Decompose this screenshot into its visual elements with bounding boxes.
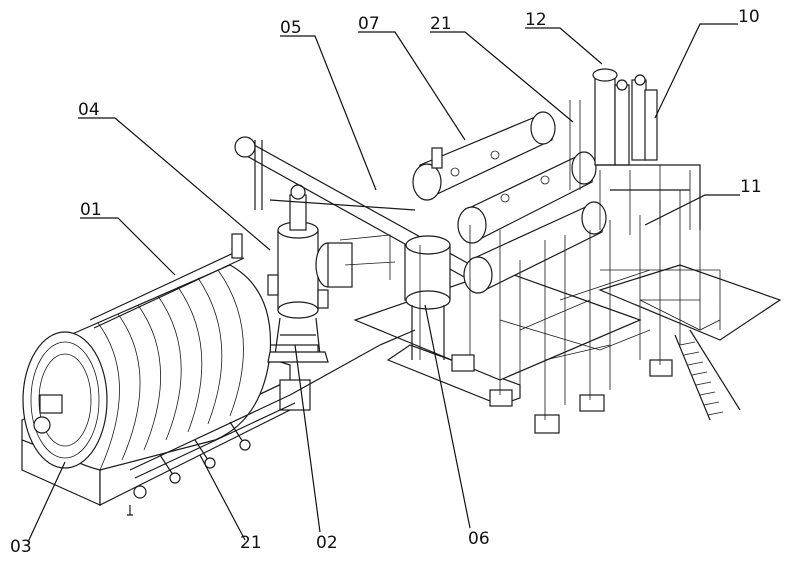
callout-21-upper: 21: [430, 14, 452, 34]
callout-05: 05: [280, 18, 302, 38]
callout-11: 11: [740, 177, 762, 197]
condenser-lower: [457, 151, 597, 244]
condenser-upper: [412, 111, 556, 201]
support-frames: [339, 190, 721, 420]
callout-12: 12: [525, 10, 547, 30]
callout-01: 01: [80, 200, 102, 220]
right-platform-base: [598, 264, 782, 341]
purification-tower: [569, 68, 701, 235]
callout-21-lower: 21: [240, 533, 262, 553]
callout-leaders: [27, 23, 740, 543]
bottom-piping-manifold: [127, 329, 416, 516]
pyrolysis-reactor: [22, 233, 272, 471]
condenser-bottom: [463, 201, 607, 294]
reactor-rings: [97, 269, 244, 471]
callout-06: 06: [468, 529, 490, 549]
callout-03: 03: [10, 537, 32, 557]
callout-04: 04: [78, 100, 100, 120]
gas-separator: [267, 184, 329, 363]
access-stair: [639, 299, 741, 421]
callout-02: 02: [316, 533, 338, 553]
callout-labels: 01 02 03 04 05 06 07 10 11 12 21 21: [10, 7, 762, 557]
callout-07: 07: [358, 14, 380, 34]
oil-gas-separator-06: [315, 235, 451, 360]
callout-10: 10: [738, 7, 760, 27]
